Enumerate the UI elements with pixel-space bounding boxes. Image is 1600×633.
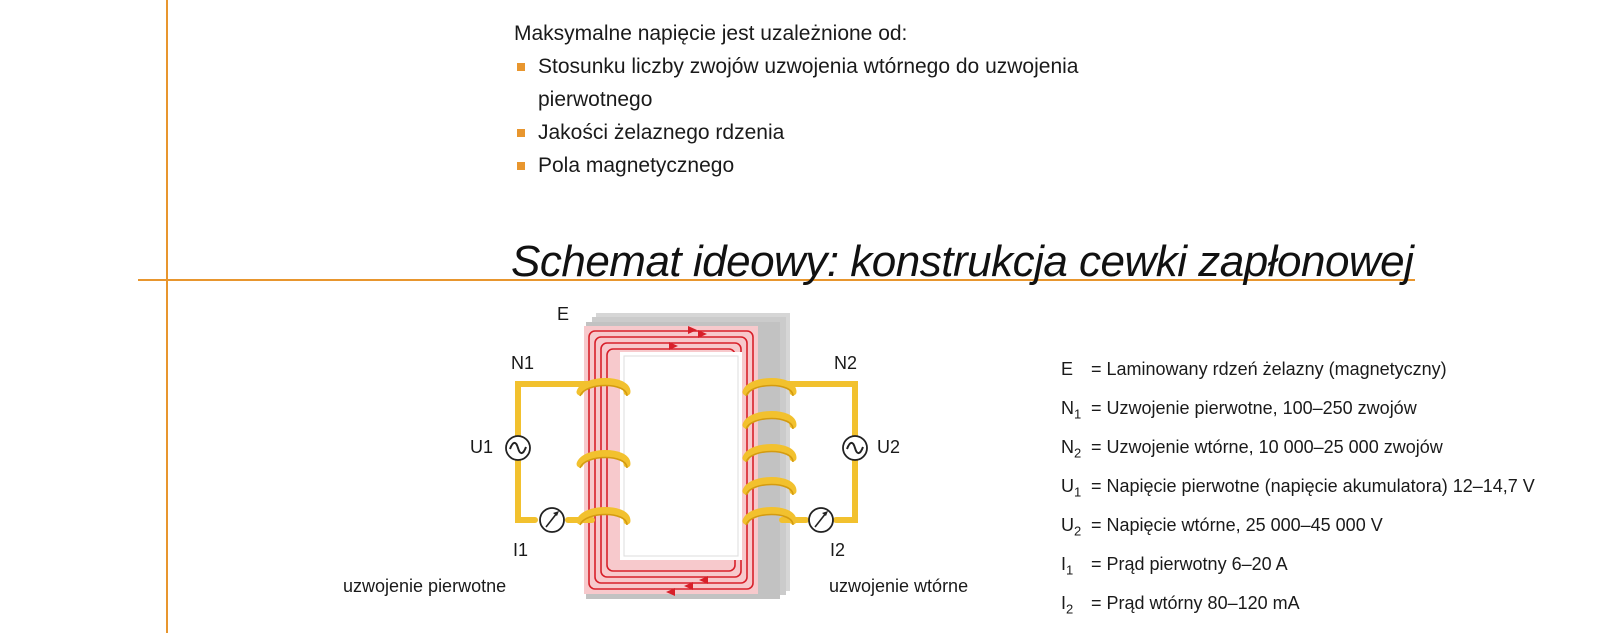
intro-section: Maksymalne napięcie jest uzależnione od:… <box>514 17 1134 182</box>
legend-row: U1 = Napięcie pierwotne (napięcie akumul… <box>1061 470 1535 509</box>
legend-symbol: I2 <box>1061 593 1074 617</box>
legend-description: = Prąd pierwotny 6–20 A <box>1091 554 1288 574</box>
magnetic-flux-arrows <box>666 326 708 596</box>
intro-list: Stosunku liczby zwojów uzwojenia wtórneg… <box>514 50 1134 182</box>
intro-list-item: Pola magnetycznego <box>514 149 1134 182</box>
secondary-caption: uzwojenie wtórne <box>829 576 968 596</box>
legend-symbol: U1 <box>1061 476 1082 500</box>
intro-list-item: Stosunku liczby zwojów uzwojenia wtórneg… <box>514 50 1134 116</box>
laminated-iron-core <box>584 313 790 599</box>
legend-row: I1 = Prąd pierwotny 6–20 A <box>1061 548 1535 587</box>
legend-row: N2 = Uzwojenie wtórne, 10 000–25 000 zwo… <box>1061 431 1535 470</box>
legend-row: E = Laminowany rdzeń żelazny (magnetyczn… <box>1061 353 1535 392</box>
legend-description: = Napięcie wtórne, 25 000–45 000 V <box>1091 515 1383 535</box>
i1-ammeter-icon <box>539 507 565 533</box>
legend-description: = Uzwojenie wtórne, 10 000–25 000 zwojów <box>1091 437 1443 457</box>
core-label: E <box>557 304 569 324</box>
u2-label: U2 <box>877 437 900 457</box>
i2-label: I2 <box>830 540 845 560</box>
primary-coil <box>576 378 631 525</box>
legend-row: N1 = Uzwojenie pierwotne, 100–250 zwojów <box>1061 392 1535 431</box>
secondary-coil <box>742 378 797 525</box>
u2-ac-source-icon <box>842 435 868 461</box>
legend-description: = Laminowany rdzeń żelazny (magnetyczny) <box>1091 359 1447 379</box>
intro-list-item: Jakości żelaznego rdzenia <box>514 116 1134 149</box>
intro-heading: Maksymalne napięcie jest uzależnione od: <box>514 22 908 45</box>
legend-row: U2 = Napięcie wtórne, 25 000–45 000 V <box>1061 509 1535 548</box>
i1-label: I1 <box>513 540 528 560</box>
legend-symbol: N2 <box>1061 437 1082 461</box>
legend: E = Laminowany rdzeń żelazny (magnetyczn… <box>1061 353 1535 626</box>
vertical-accent-line <box>166 0 168 633</box>
legend-symbol: I1 <box>1061 554 1074 578</box>
u1-label: U1 <box>470 437 493 457</box>
i2-ammeter-icon <box>808 507 834 533</box>
legend-row: I2 = Prąd wtórny 80–120 mA <box>1061 587 1535 626</box>
u1-ac-source-icon <box>505 435 531 461</box>
legend-description: = Napięcie pierwotne (napięcie akumulato… <box>1091 476 1535 496</box>
legend-description: = Uzwojenie pierwotne, 100–250 zwojów <box>1091 398 1417 418</box>
legend-symbol: U2 <box>1061 515 1082 539</box>
n2-label: N2 <box>834 353 857 373</box>
legend-symbol: N1 <box>1061 398 1082 422</box>
horizontal-accent-line <box>138 279 1415 281</box>
legend-symbol: E <box>1061 359 1074 379</box>
legend-description: = Prąd wtórny 80–120 mA <box>1091 593 1300 613</box>
n1-label: N1 <box>511 353 534 373</box>
page-title: Schemat ideowy: konstrukcja cewki zapłon… <box>511 237 1414 286</box>
primary-caption: uzwojenie pierwotne <box>343 576 506 596</box>
